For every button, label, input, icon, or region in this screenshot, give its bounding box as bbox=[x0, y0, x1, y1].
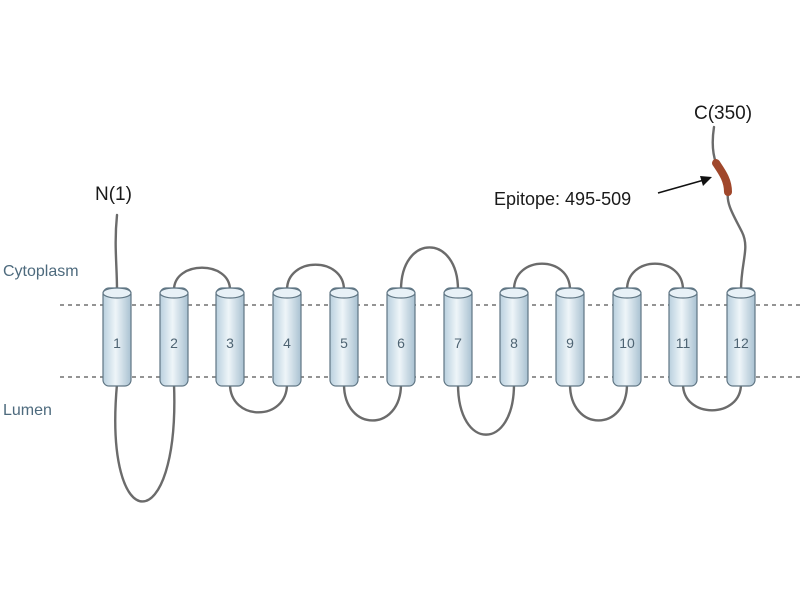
helix-cap bbox=[726, 287, 756, 299]
helix-number: 1 bbox=[113, 335, 121, 351]
helix-cap bbox=[159, 287, 189, 299]
helix-number: 4 bbox=[283, 335, 291, 351]
helix-number: 12 bbox=[733, 335, 749, 351]
loop-cyto-6-7 bbox=[399, 246, 460, 292]
loop-cyto-2-3 bbox=[172, 266, 232, 292]
loop-lumen-7-8 bbox=[456, 382, 516, 436]
epitope-arrow bbox=[657, 179, 705, 194]
helix-cap bbox=[555, 287, 585, 299]
helix-number: 9 bbox=[566, 335, 574, 351]
helix-cap bbox=[443, 287, 473, 299]
helix-number: 3 bbox=[226, 335, 234, 351]
cytoplasm-label: Cytoplasm bbox=[3, 263, 79, 280]
helix-11: 11 bbox=[668, 287, 698, 387]
helix-cap bbox=[329, 287, 359, 299]
helix-number: 10 bbox=[619, 335, 635, 351]
epitope-label: Epitope: 495-509 bbox=[494, 189, 631, 209]
helix-3: 3 bbox=[215, 287, 245, 387]
helix-number: 5 bbox=[340, 335, 348, 351]
helix-2: 2 bbox=[159, 287, 189, 387]
c-terminal-tail-upper bbox=[711, 125, 718, 165]
c-terminal-tail-lower bbox=[726, 190, 747, 292]
n-terminus-label: N(1) bbox=[95, 184, 132, 205]
helix-5: 5 bbox=[329, 287, 359, 387]
helix-8: 8 bbox=[499, 287, 529, 387]
epitope-arrowhead bbox=[700, 176, 712, 186]
helix-10: 10 bbox=[612, 287, 642, 387]
helix-number: 7 bbox=[454, 335, 462, 351]
helix-1: 1 bbox=[102, 287, 132, 387]
epitope-segment bbox=[712, 159, 732, 196]
loop-lumen-9-10 bbox=[568, 382, 629, 422]
helix-12: 12 bbox=[726, 287, 756, 387]
loop-lumen-11-12 bbox=[681, 382, 743, 412]
helix-number: 6 bbox=[397, 335, 405, 351]
n-terminal-tail bbox=[114, 213, 119, 292]
helix-cap bbox=[102, 287, 132, 299]
loop-cyto-8-9 bbox=[512, 262, 572, 292]
lumen-label: Lumen bbox=[3, 402, 52, 419]
helix-cap bbox=[499, 287, 529, 299]
loop-cyto-10-11 bbox=[625, 262, 685, 292]
helix-6: 6 bbox=[386, 287, 416, 387]
helix-cap bbox=[272, 287, 302, 299]
helix-cap bbox=[386, 287, 416, 299]
helix-cap bbox=[215, 287, 245, 299]
loop-lumen-5-6 bbox=[342, 382, 403, 422]
helix-number: 8 bbox=[510, 335, 518, 351]
helix-number: 2 bbox=[170, 335, 178, 351]
c-terminus-label: C(350) bbox=[694, 103, 752, 124]
helix-cap bbox=[668, 287, 698, 299]
helix-number: 11 bbox=[676, 335, 691, 351]
helix-4: 4 bbox=[272, 287, 302, 387]
helix-7: 7 bbox=[443, 287, 473, 387]
helix-cap bbox=[612, 287, 642, 299]
loop-lumen-3-4 bbox=[228, 382, 289, 414]
loop-lumen-1-2 bbox=[114, 382, 176, 503]
loops bbox=[114, 125, 747, 503]
helix-9: 9 bbox=[555, 287, 585, 387]
loop-cyto-4-5 bbox=[285, 263, 346, 292]
